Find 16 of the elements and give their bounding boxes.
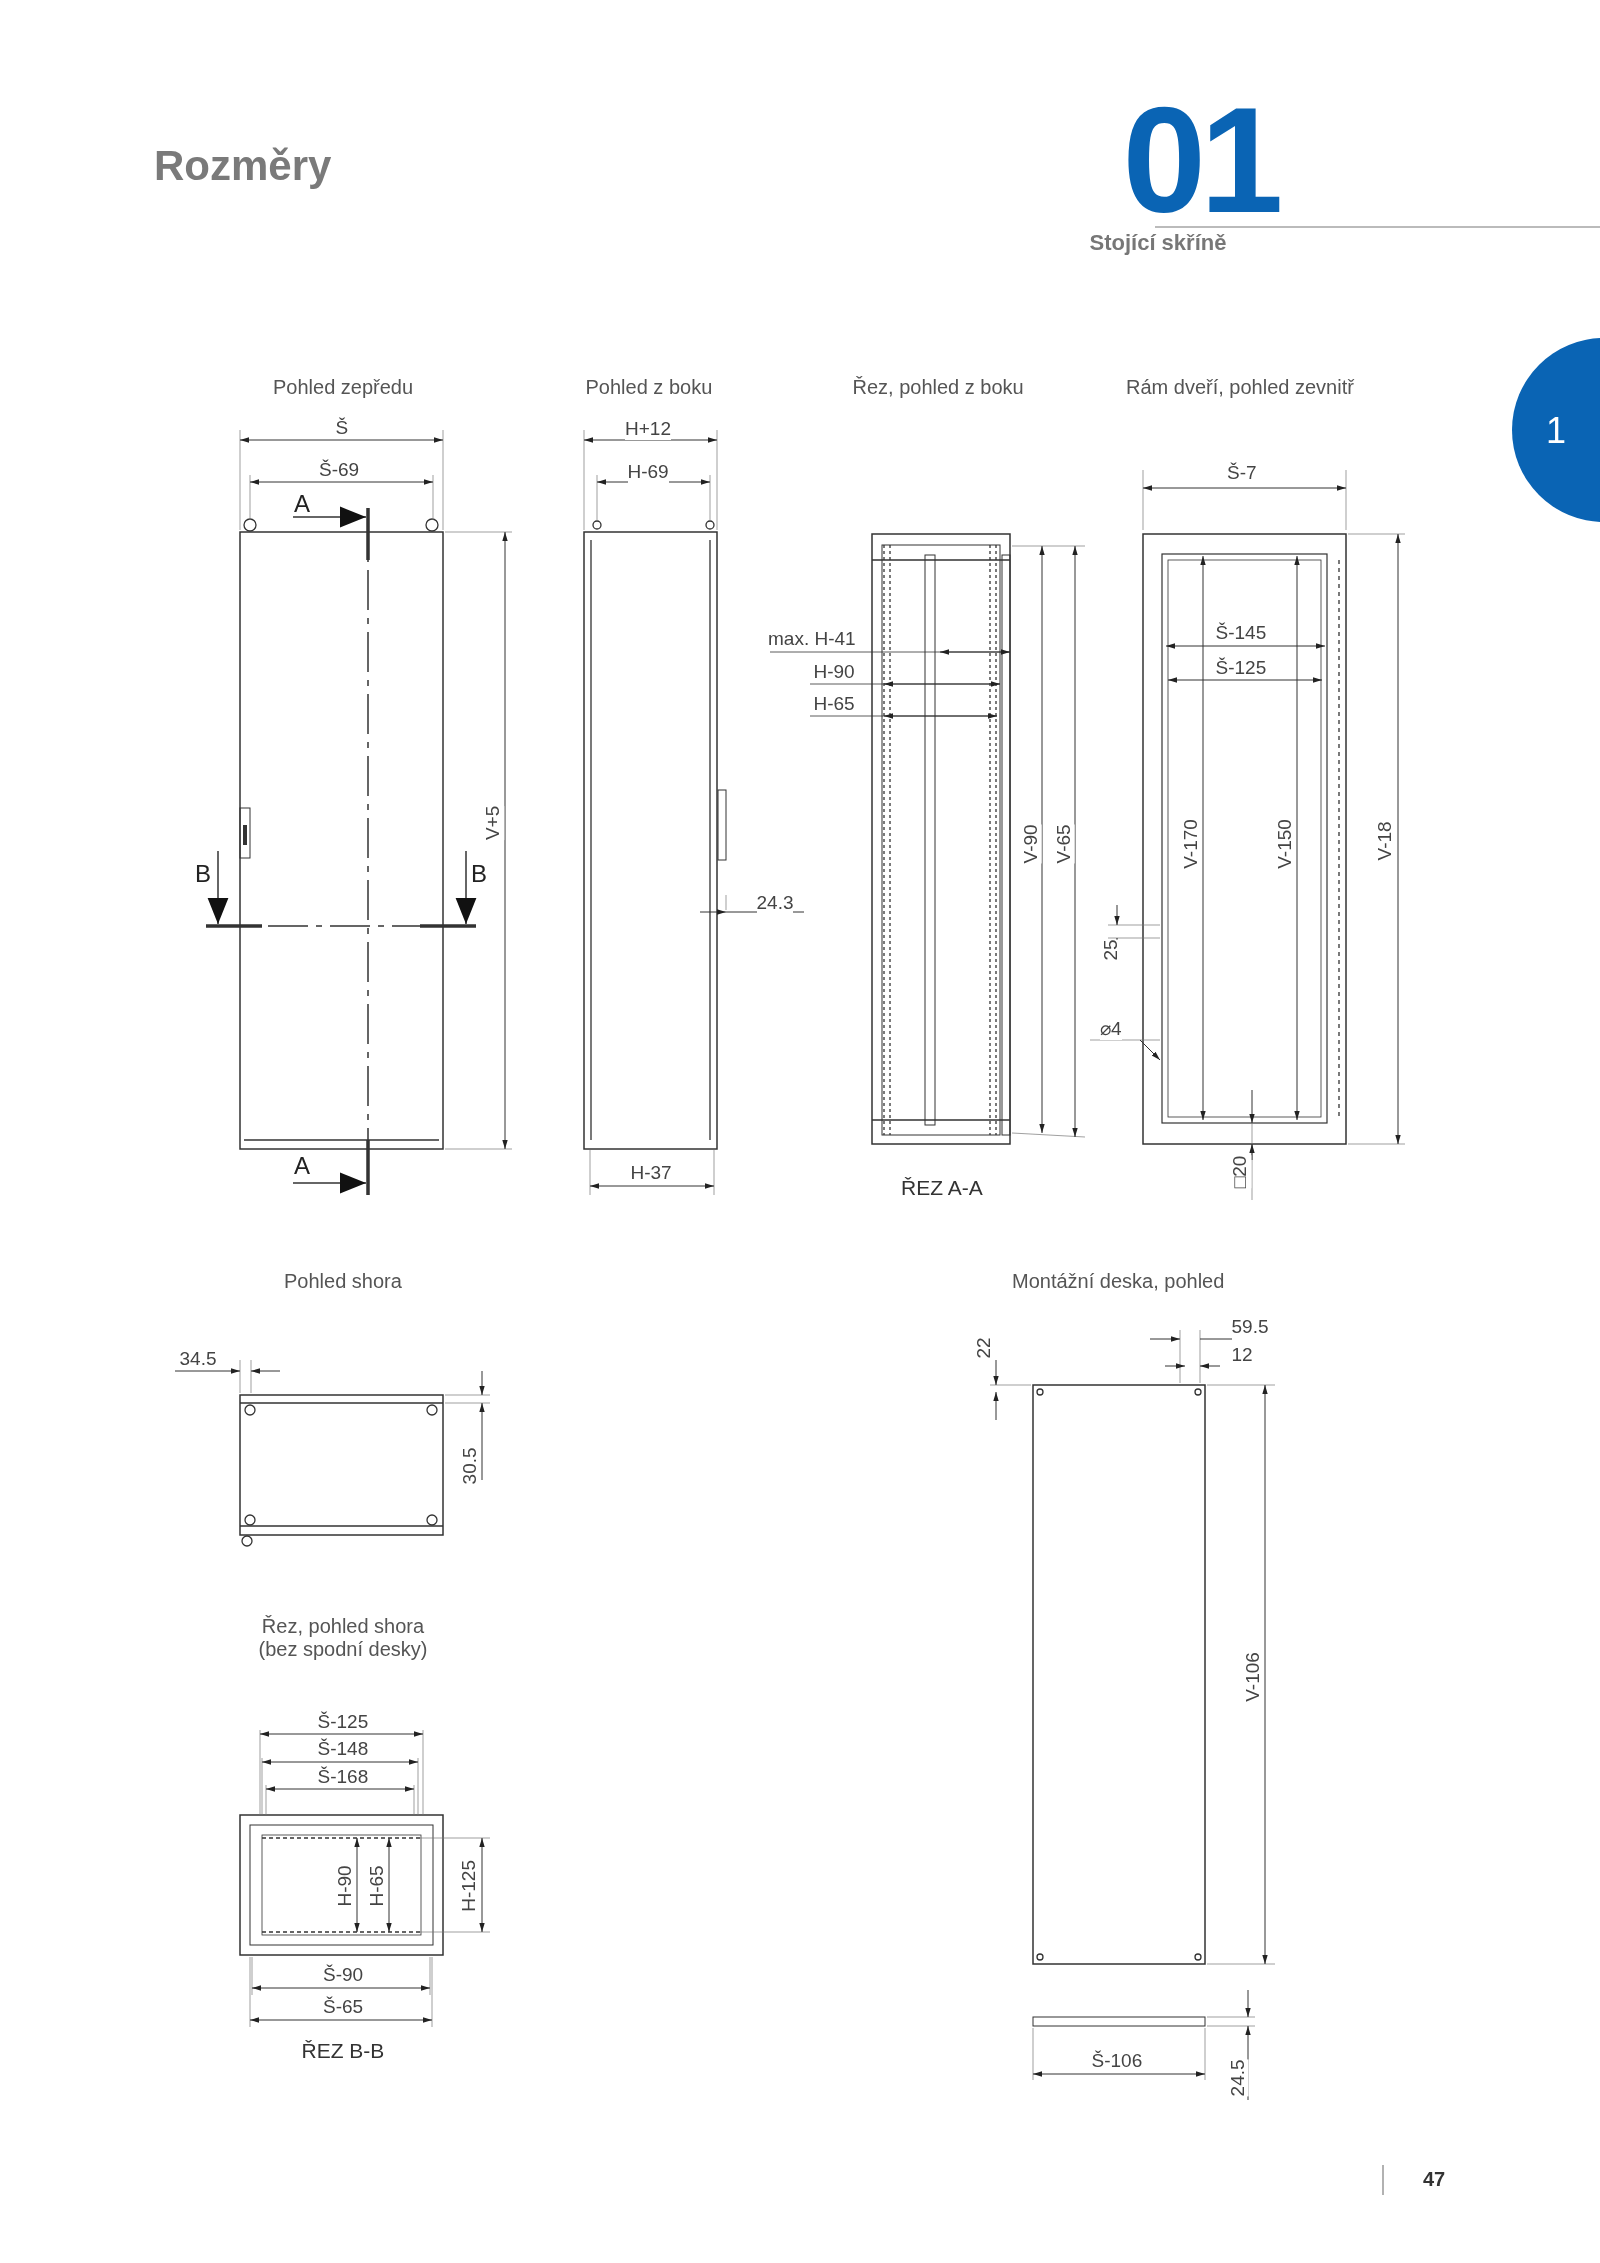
section-letter: B [471, 860, 487, 888]
section-letter: B [195, 860, 211, 888]
view-title: Řez, pohled shora (bez spodní desky) [257, 1615, 429, 1661]
section-letter: A [294, 1152, 310, 1180]
view-title: Pohled zepředu [273, 375, 414, 399]
view-title: Řez, pohled z boku [852, 375, 1024, 399]
page-number: 47 [1423, 2167, 1446, 2191]
view-title: Montážní deska, pohled [1012, 1269, 1225, 1293]
section-label: ŘEZ B-B [301, 2039, 385, 2064]
view-title: Rám dveří, pohled zevnitř [1126, 375, 1354, 399]
view-title: Pohled shora [284, 1269, 402, 1293]
section-letter: A [294, 490, 310, 518]
tab-number: 1 [1546, 409, 1567, 451]
page-title: Rozměry [154, 142, 332, 191]
section-label: ŘEZ A-A [901, 1176, 983, 1201]
view-title: Pohled z boku [585, 375, 713, 399]
